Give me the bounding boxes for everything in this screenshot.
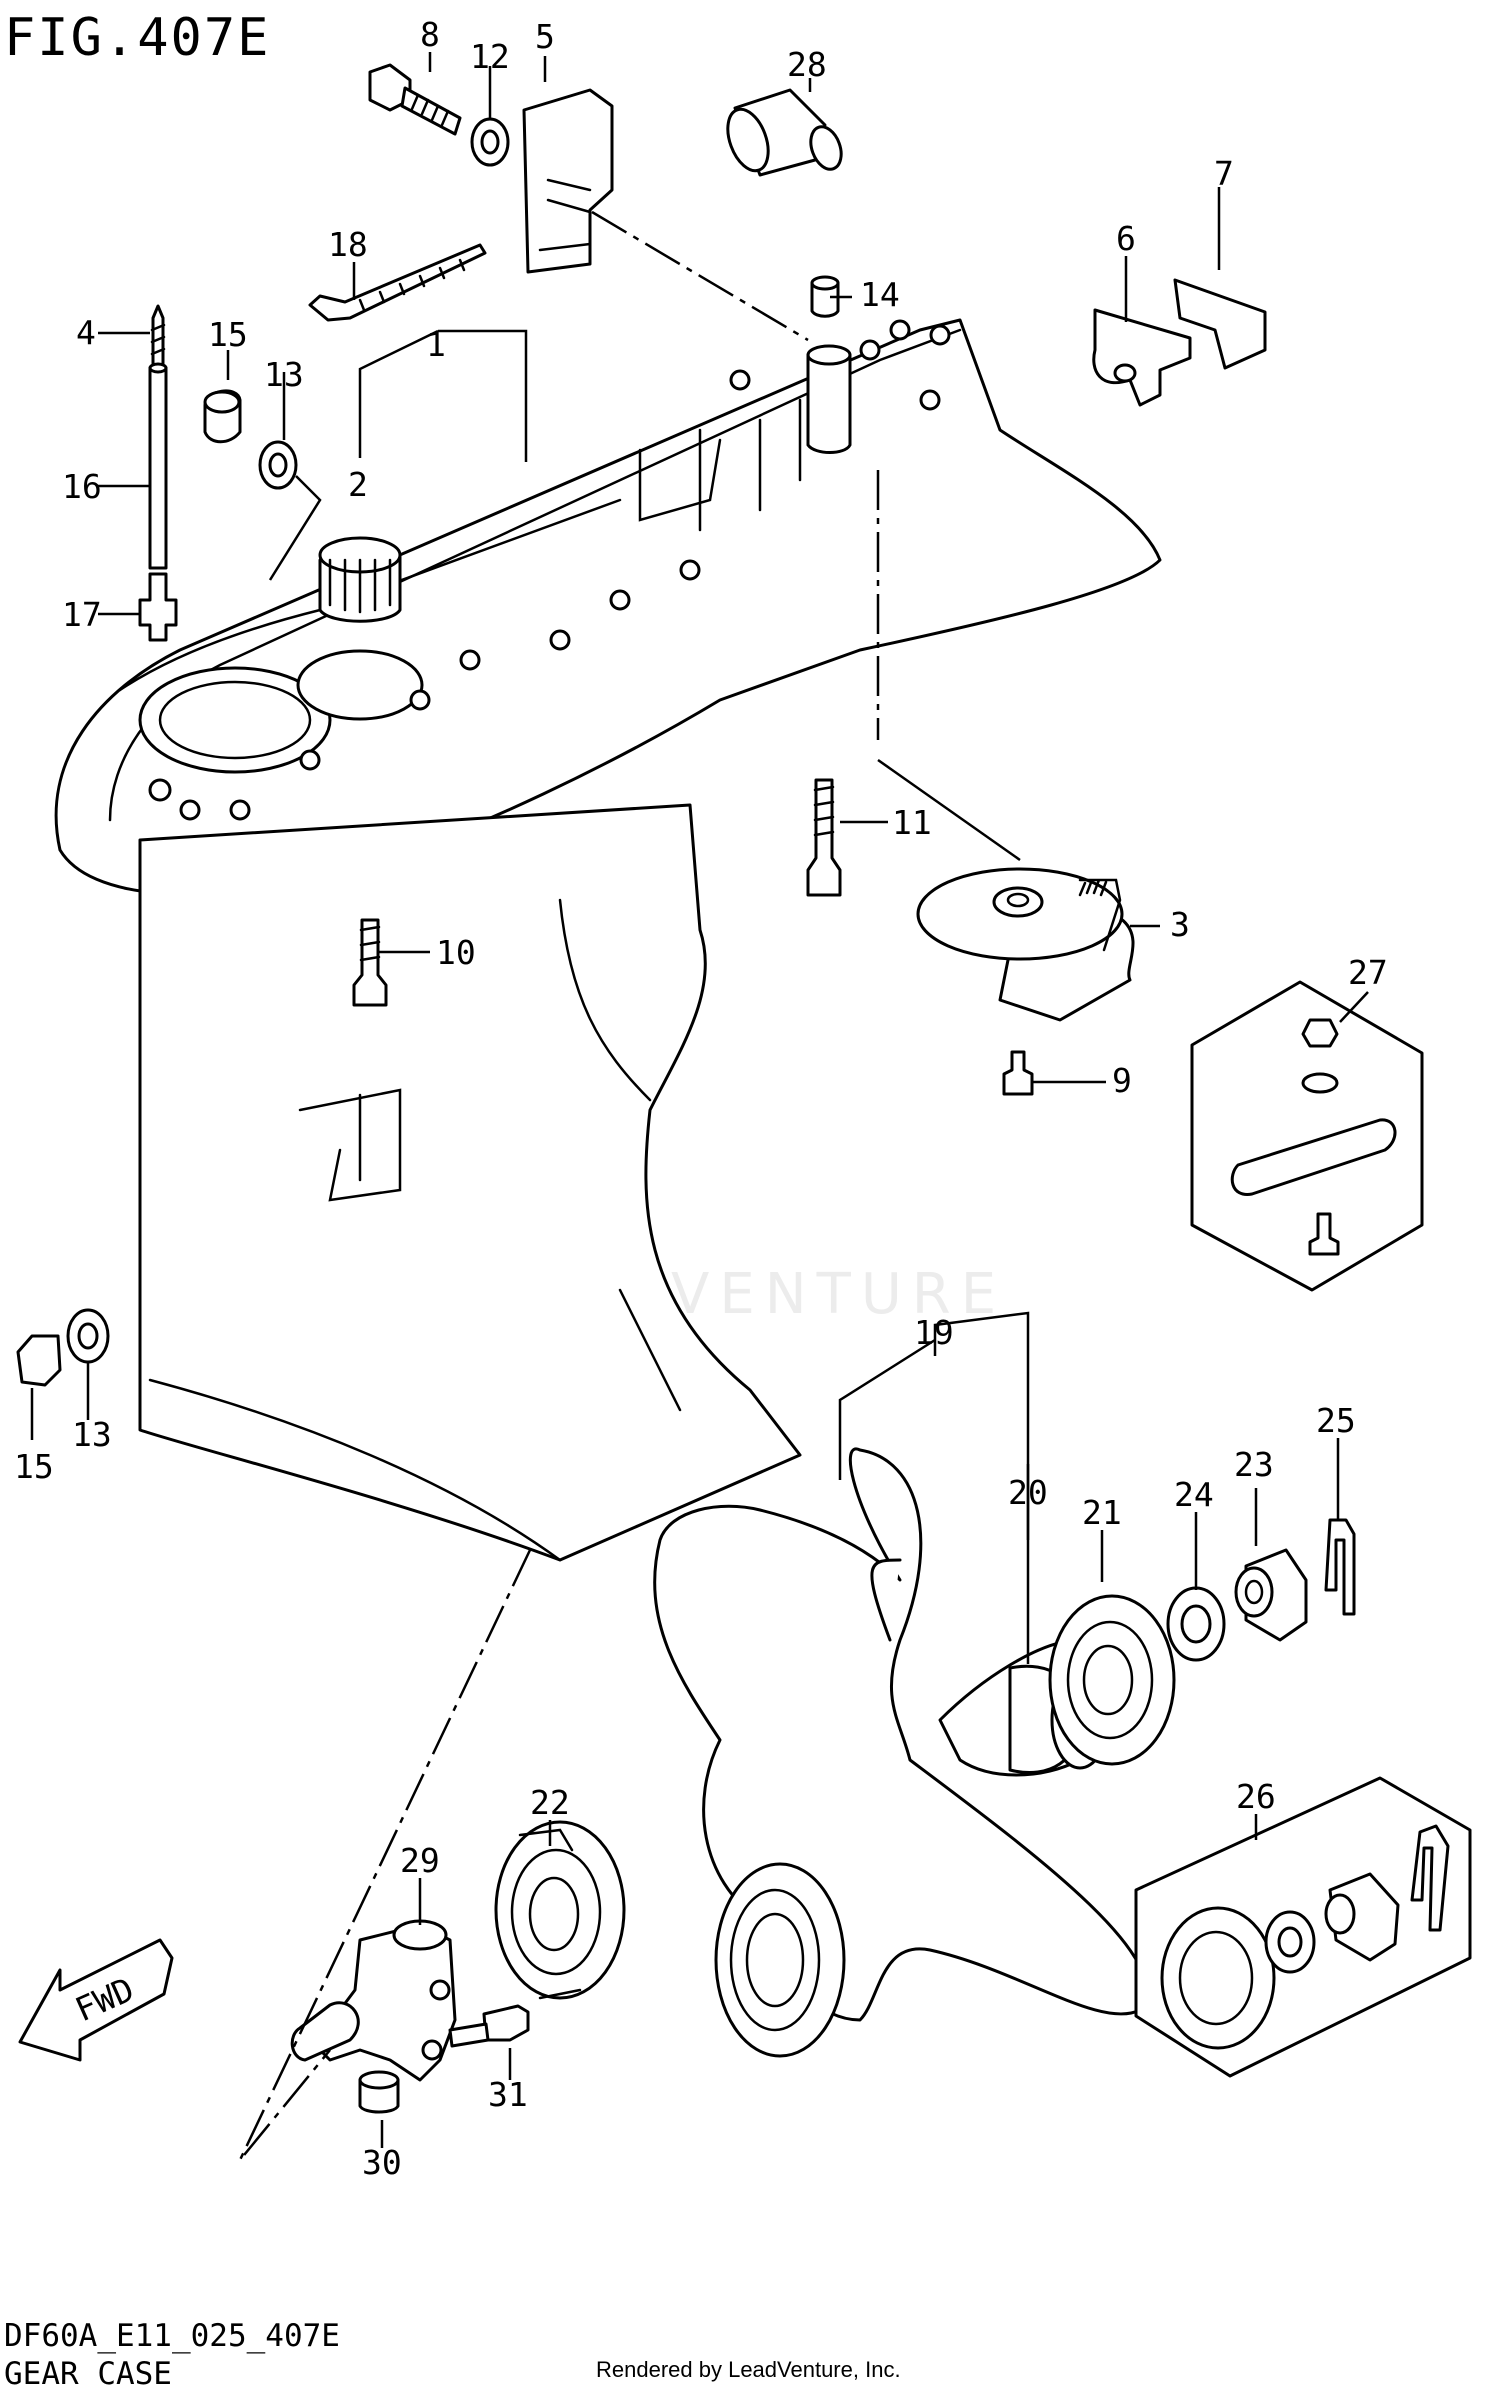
- callout-30: 30: [362, 2143, 402, 2182]
- pipe-16[interactable]: [148, 362, 168, 570]
- callout-3: 3: [1170, 905, 1190, 944]
- kit-box-26[interactable]: [1134, 1776, 1472, 2078]
- callout-8: 8: [420, 15, 440, 54]
- gear-case-housing[interactable]: [54, 318, 1162, 1562]
- trim-tab-3[interactable]: [916, 867, 1135, 1022]
- washer-13-bottom[interactable]: [66, 1308, 110, 1364]
- callout-18: 18: [328, 225, 368, 264]
- plug-15-top[interactable]: [203, 389, 242, 444]
- leader-lines: [30, 52, 1369, 2161]
- callout-19: 19: [914, 1313, 954, 1352]
- callout-15-top: 15: [208, 315, 248, 354]
- callout-24: 24: [1174, 1475, 1214, 1514]
- figure-caption: GEAR CASE: [4, 2356, 172, 2392]
- stud-4[interactable]: [150, 304, 166, 370]
- bracket-6[interactable]: [1092, 308, 1192, 407]
- bracket-5[interactable]: [522, 88, 614, 274]
- bolt-9[interactable]: [1002, 1050, 1034, 1096]
- callout-31: 31: [488, 2075, 528, 2114]
- callout-17: 17: [62, 595, 102, 634]
- figure-title: FIG.407E: [4, 8, 271, 68]
- bolt-10[interactable]: [352, 918, 388, 1007]
- nut-23[interactable]: [1234, 1548, 1308, 1642]
- callout-10: 10: [436, 933, 476, 972]
- pickup-29[interactable]: [290, 1919, 457, 2082]
- fitting-17[interactable]: [138, 572, 178, 642]
- washer-12[interactable]: [470, 117, 510, 167]
- callout-13-bottom: 13: [72, 1415, 112, 1454]
- callout-21: 21: [1082, 1493, 1122, 1532]
- propeller-19[interactable]: [653, 1447, 1148, 2058]
- callout-23: 23: [1234, 1445, 1274, 1484]
- callout-27: 27: [1348, 953, 1388, 992]
- washer-24[interactable]: [1166, 1586, 1226, 1662]
- stopper-22[interactable]: [494, 1820, 626, 2000]
- rendered-by-credit: Rendered by LeadVenture, Inc.: [596, 2357, 901, 2382]
- callout-20: 20: [1008, 1473, 1048, 1512]
- thrust-washer-21[interactable]: [1048, 1594, 1176, 1766]
- callout-22: 22: [530, 1783, 570, 1822]
- grommet-30[interactable]: [358, 2070, 400, 2114]
- callout-7: 7: [1214, 154, 1234, 193]
- plug-28[interactable]: [720, 88, 847, 177]
- callout-26: 26: [1236, 1777, 1276, 1816]
- callout-25: 25: [1316, 1401, 1356, 1440]
- callout-6: 6: [1116, 219, 1136, 258]
- callout-15-bottom: 15: [14, 1447, 54, 1486]
- kit-box-27[interactable]: [1190, 980, 1424, 1292]
- callout-12: 12: [470, 37, 510, 76]
- callout-numbers: 8 12 5 28 18 7 6 14 4 15 13 1 2 16 17 11…: [14, 15, 1388, 2182]
- pin-14[interactable]: [810, 275, 840, 318]
- callout-1: 1: [426, 325, 446, 364]
- callout-2: 2: [348, 465, 368, 504]
- cotter-pin-25[interactable]: [1324, 1518, 1356, 1616]
- callout-29: 29: [400, 1841, 440, 1880]
- fwd-arrow: FWD: [18, 1938, 174, 2062]
- callout-16: 16: [62, 467, 102, 506]
- callout-14: 14: [860, 275, 900, 314]
- callout-5: 5: [535, 17, 555, 56]
- figure-code: DF60A_E11_025_407E: [4, 2318, 340, 2354]
- washer-13-top[interactable]: [258, 440, 298, 490]
- nut-7[interactable]: [1173, 278, 1267, 370]
- bolt-11[interactable]: [806, 778, 842, 897]
- callout-9: 9: [1112, 1061, 1132, 1100]
- screw-31[interactable]: [448, 2004, 530, 2048]
- callout-4: 4: [76, 313, 96, 352]
- cable-tie-18[interactable]: [308, 243, 487, 322]
- bolt-8[interactable]: [368, 63, 462, 136]
- callout-13-top: 13: [264, 355, 304, 394]
- plug-15-bottom[interactable]: [16, 1334, 62, 1387]
- callout-28: 28: [787, 45, 827, 84]
- callout-11: 11: [892, 803, 932, 842]
